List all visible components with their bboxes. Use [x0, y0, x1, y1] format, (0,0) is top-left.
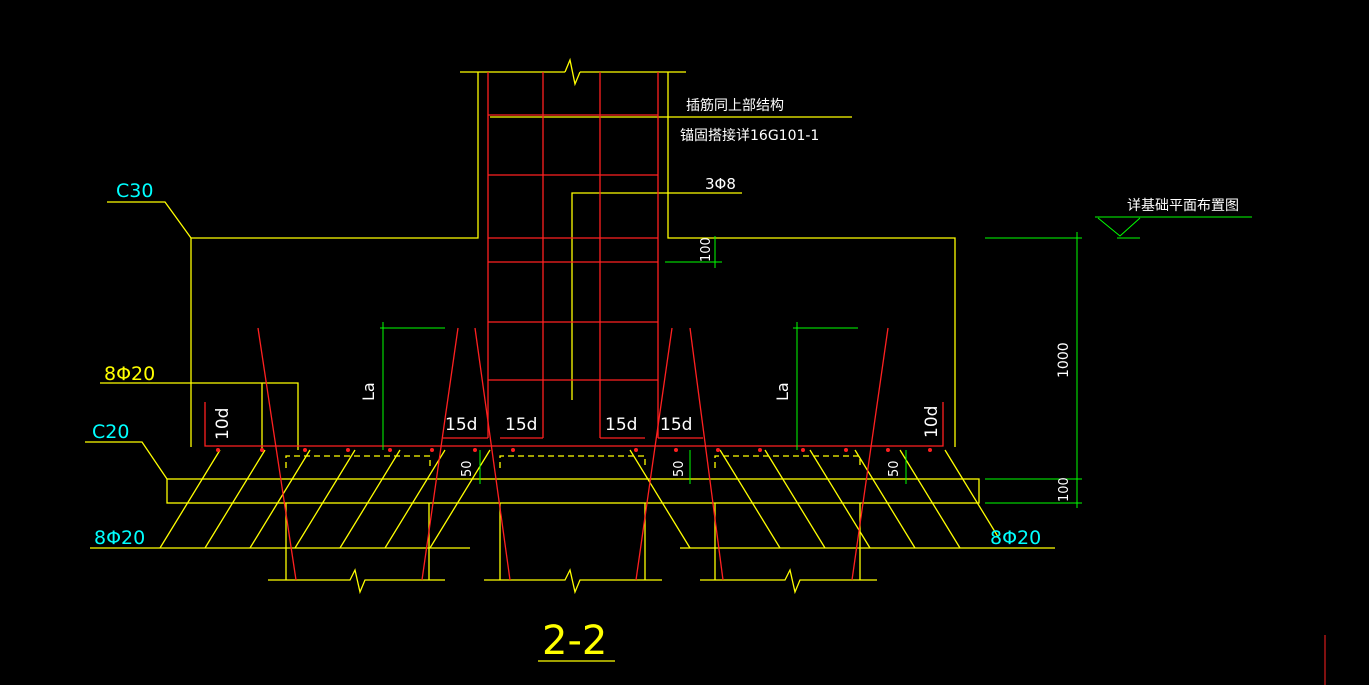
label-10d-left: 10d — [213, 408, 233, 440]
label-la-left: La — [359, 382, 378, 401]
bottom-rebar — [204, 402, 944, 447]
pile-break-left — [268, 568, 445, 595]
label-8phi20-right: 8Φ20 — [990, 527, 1041, 549]
note-line-2: 锚固搭接详16G101-1 — [680, 127, 819, 144]
label-15d-3: 15d — [605, 415, 637, 435]
note-line-1: 插筋同上部结构 — [686, 97, 784, 114]
hatch — [159, 449, 1001, 549]
label-c20: C20 — [92, 421, 129, 443]
label-100-bottom: 100 — [1057, 477, 1072, 502]
text-labels: C30 C20 8Φ20 8Φ20 8Φ20 3Φ8 插筋同上部结构 锚固搭接详… — [92, 97, 1239, 664]
label-50-1: 50 — [460, 460, 475, 477]
label-1000: 1000 — [1056, 342, 1072, 378]
label-15d-1: 15d — [445, 415, 477, 435]
leader-c30 — [107, 201, 192, 239]
column-break-symbol — [564, 57, 581, 87]
label-stirrup: 3Φ8 — [705, 175, 736, 193]
rebar-dots — [216, 448, 932, 452]
pile-break-mid — [484, 568, 662, 595]
leader-8phi20-upper — [100, 382, 299, 450]
dimensions — [380, 216, 1252, 508]
pile-break-right — [700, 568, 877, 595]
section-title: 2-2 — [542, 618, 607, 664]
cushion-slab — [166, 478, 980, 504]
pedestal-outline-right — [667, 72, 956, 447]
label-8phi20-left: 8Φ20 — [94, 527, 145, 549]
pile-cap-left — [285, 455, 431, 468]
pedestal-outline — [190, 72, 479, 447]
label-la-right: La — [773, 382, 792, 401]
pile-cap-right — [714, 455, 861, 468]
concrete-outline — [85, 57, 1055, 595]
label-100-top: 100 — [699, 237, 714, 262]
label-50-3: 50 — [887, 460, 902, 477]
label-10d-right: 10d — [922, 406, 942, 438]
label-50-2: 50 — [672, 460, 687, 477]
leader-c20 — [85, 441, 168, 480]
label-8phi20-upper: 8Φ20 — [104, 363, 155, 385]
label-15d-4: 15d — [660, 415, 692, 435]
leader-stirrup — [571, 192, 742, 400]
rebar — [204, 72, 944, 581]
elevation-symbol — [1097, 217, 1141, 237]
label-15d-2: 15d — [505, 415, 537, 435]
label-c30: C30 — [116, 180, 153, 202]
pile-cap-mid — [499, 455, 646, 468]
label-elevation: 详基础平面布置图 — [1127, 197, 1239, 214]
